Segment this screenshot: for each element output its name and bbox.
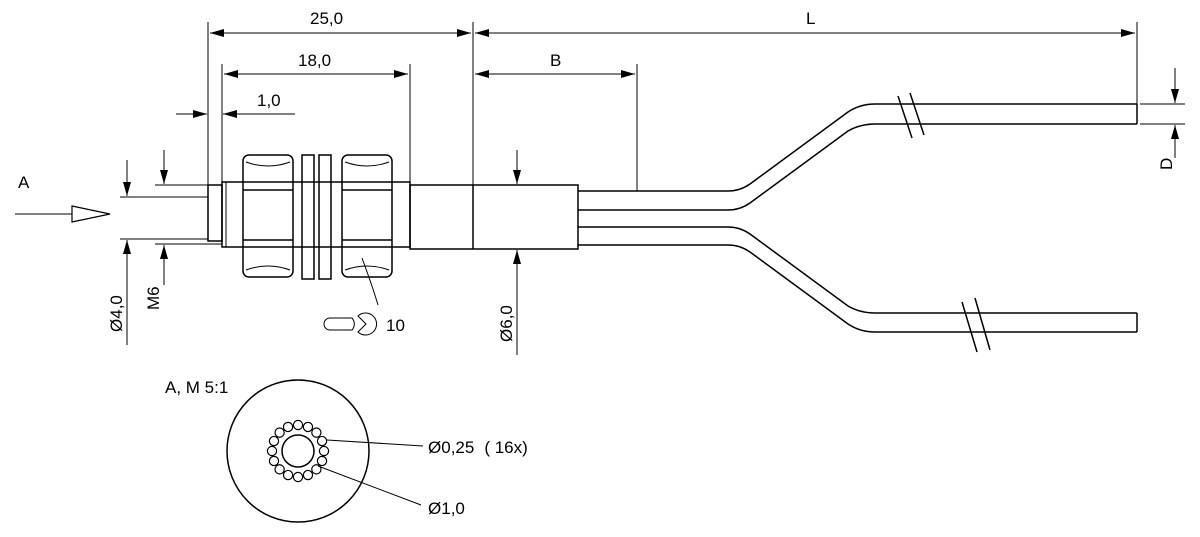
- dimension-tip-offset: 1,0: [176, 91, 295, 185]
- fiber: [318, 445, 330, 457]
- fiber: [268, 455, 280, 467]
- washer-2: [318, 154, 332, 280]
- detail-outer-circle: [226, 379, 370, 523]
- fiber-callout: Ø0,25( 16x): [428, 438, 528, 457]
- fiber: [268, 435, 280, 447]
- view-arrow-label: A: [18, 173, 30, 192]
- diameter-symbol: Ø: [107, 319, 126, 332]
- fiber: [311, 464, 322, 475]
- fiber: [274, 427, 285, 438]
- fiber: [292, 419, 304, 431]
- dimension-split-distance: B: [475, 51, 638, 191]
- thread-size-label: M6: [144, 286, 163, 310]
- fiber: [302, 469, 314, 481]
- sensor-tip: [207, 184, 223, 242]
- cable-diameter-label: D: [1157, 158, 1176, 170]
- fiber: [311, 427, 322, 438]
- tip-offset-label: 1,0: [257, 91, 281, 110]
- washer-1: [301, 154, 315, 280]
- hex-nut-left: [242, 154, 294, 278]
- wrench-callout: 10: [323, 257, 405, 336]
- fiber: [266, 445, 278, 457]
- fiber: [316, 435, 328, 447]
- sleeve-diameter-label: 6,0: [497, 305, 516, 329]
- svg-text:Ø4,0: Ø4,0: [107, 295, 126, 332]
- thread-length-label: 18,0: [298, 51, 331, 70]
- diameter-symbol: Ø: [428, 499, 441, 518]
- fiber: [282, 421, 294, 433]
- sensor-body: [207, 92, 1138, 353]
- svg-text:Ø6,0: Ø6,0: [497, 305, 516, 342]
- detail-core: [281, 434, 315, 468]
- overall-length-label: 25,0: [310, 9, 343, 28]
- dimension-overall-length: 25,0: [207, 9, 474, 185]
- cable-length-label: L: [806, 9, 815, 28]
- sleeve: [409, 184, 579, 250]
- hex-nut-right: [341, 154, 393, 278]
- fiber-ring: [266, 419, 330, 483]
- wrench-size-label: 10: [386, 316, 405, 335]
- dimension-cable-diameter: D: [1140, 68, 1185, 170]
- fiber: [274, 464, 285, 475]
- detail-view: A, M 5:1 Ø0,25( 16x) Ø1,0: [165, 378, 528, 523]
- diameter-symbol: Ø: [497, 329, 516, 342]
- view-arrow: A: [15, 173, 111, 223]
- dimension-thread-size: M6: [144, 150, 222, 310]
- fiber: [292, 471, 304, 483]
- tip-diameter-label: 4,0: [107, 295, 126, 319]
- fiber-cables: [578, 92, 1138, 353]
- dimension-sleeve-diameter: Ø6,0: [497, 150, 521, 355]
- core-callout: Ø1,0: [428, 499, 465, 518]
- fiber: [282, 469, 294, 481]
- dimension-thread-length: 18,0: [221, 51, 411, 182]
- dimension-cable-length: L: [475, 9, 1138, 104]
- threaded-body: [221, 181, 411, 248]
- fiber: [316, 455, 328, 467]
- split-distance-label: B: [550, 51, 561, 70]
- fiber: [302, 421, 314, 433]
- diameter-symbol: Ø: [428, 438, 441, 457]
- detail-view-label: A, M 5:1: [165, 378, 228, 397]
- wrench-icon: [323, 312, 377, 336]
- dimension-tip-diameter: Ø4,0: [107, 160, 208, 345]
